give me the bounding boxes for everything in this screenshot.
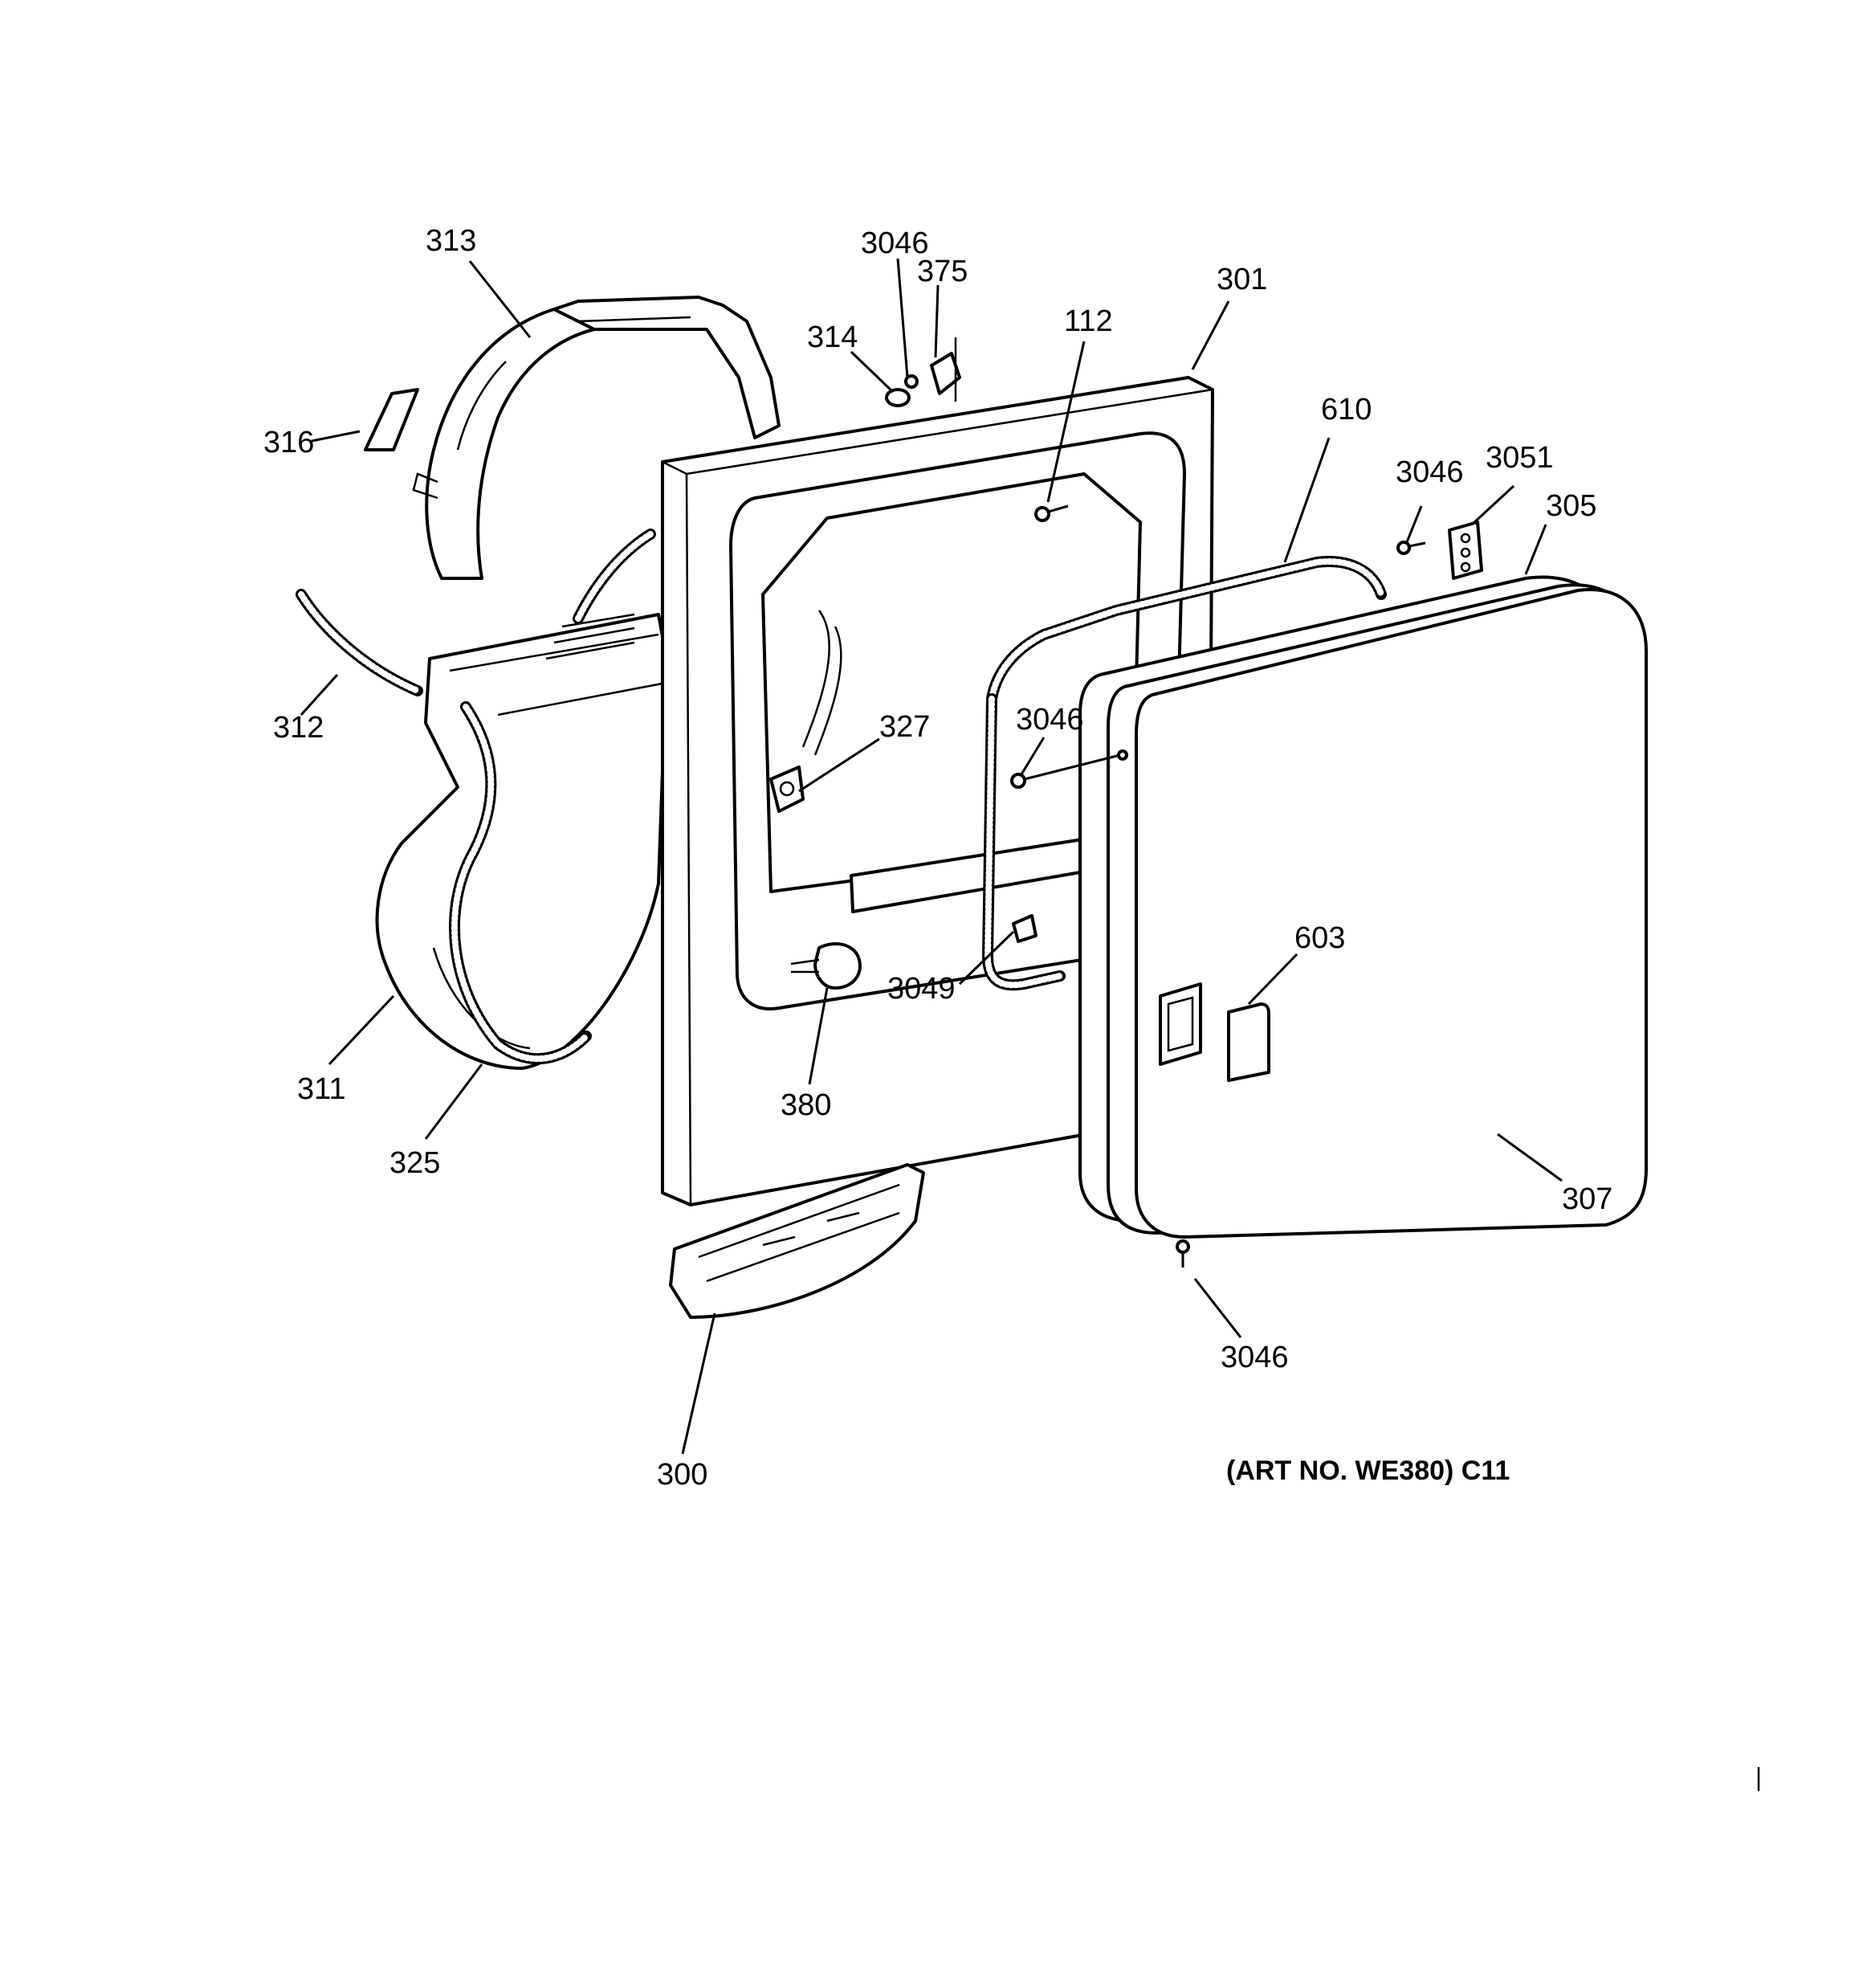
label-112: 112 <box>1064 304 1113 338</box>
label-3046-bottom: 3046 <box>1221 1341 1289 1374</box>
label-3046-door: 3046 <box>1016 703 1084 737</box>
label-301: 301 <box>1217 263 1267 296</box>
label-314: 314 <box>807 320 858 354</box>
label-327: 327 <box>879 710 930 744</box>
part-301-drawing <box>661 376 1214 1206</box>
label-380: 380 <box>781 1088 831 1122</box>
label-3046-hinge: 3046 <box>1396 455 1464 489</box>
leader-lines <box>300 258 1563 1455</box>
part-3051-drawing <box>1396 520 1483 580</box>
label-3049: 3049 <box>887 972 956 1006</box>
part-112-drawing <box>1034 504 1069 522</box>
label-603: 603 <box>1294 921 1345 955</box>
label-313: 313 <box>426 224 476 258</box>
part-313-drawing <box>412 296 781 580</box>
label-312: 312 <box>273 711 324 745</box>
label-316: 316 <box>263 426 314 459</box>
part-380-drawing <box>790 942 862 990</box>
label-305: 305 <box>1546 489 1596 523</box>
label-325: 325 <box>389 1146 440 1180</box>
label-311: 311 <box>297 1072 346 1106</box>
part-311-drawing <box>375 613 668 1070</box>
label-3046-top: 3046 <box>861 227 929 260</box>
part-603-drawing <box>1227 1002 1270 1082</box>
part-327-drawing <box>769 765 805 813</box>
label-610: 610 <box>1321 393 1372 427</box>
label-307: 307 <box>1562 1182 1612 1216</box>
part-3049-drawing <box>1010 749 1190 1268</box>
label-375: 375 <box>917 255 968 288</box>
part-300-drawing <box>669 1163 925 1319</box>
part-labels: 313 316 312 311 325 3046 375 314 112 301… <box>263 224 1612 1492</box>
part-316-drawing <box>364 388 419 451</box>
part-314-375-drawing <box>885 337 961 407</box>
art-number: (ART NO. WE380) C11 <box>1226 1455 1510 1486</box>
label-3051: 3051 <box>1486 441 1554 475</box>
part-312-drawing <box>296 529 656 696</box>
label-300: 300 <box>657 1458 707 1492</box>
part-307-drawing <box>1078 575 1648 1239</box>
